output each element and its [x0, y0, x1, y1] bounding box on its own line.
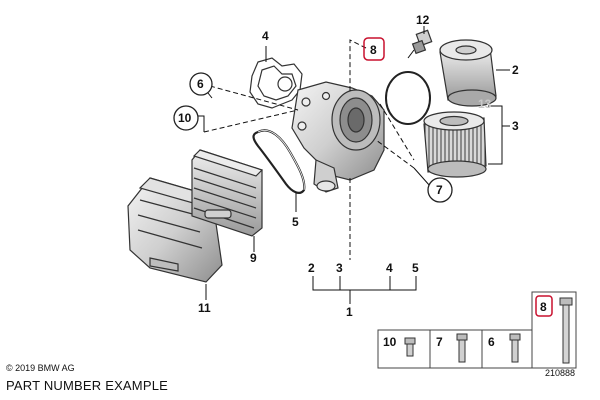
heat-exchanger — [191, 149, 264, 237]
callout-7: 7 — [436, 183, 443, 197]
assembly-label-3: 3 — [336, 261, 343, 275]
callout-labels: 4 8 12 2 13 3 6 10 7 5 9 11 2 3 4 5 1 10… — [173, 13, 553, 349]
image-number: 210888 — [545, 368, 576, 378]
callout-9: 9 — [250, 251, 257, 265]
callout-8-highlight — [363, 37, 385, 61]
callout-6: 6 — [197, 77, 204, 91]
assembly-label-4: 4 — [386, 261, 393, 275]
hardware-label-10: 10 — [383, 335, 397, 349]
hardware-label-8-highlight — [535, 295, 553, 317]
copyright-text: © 2019 BMW AG — [6, 363, 75, 373]
callout-5: 5 — [292, 215, 299, 229]
callout-1: 1 — [346, 305, 353, 319]
callout-11: 11 — [198, 301, 211, 315]
hardware-table — [377, 291, 577, 369]
oil-filter-element — [423, 111, 487, 178]
callout-12: 12 — [416, 13, 430, 27]
hardware-label-8: 8 — [540, 300, 547, 314]
oil-pressure-switch — [407, 29, 433, 59]
callout-3: 3 — [512, 119, 519, 133]
bolt-6-icon — [509, 333, 521, 363]
callout-10: 10 — [178, 111, 192, 125]
filter-cover-cap — [439, 39, 497, 107]
callout-2: 2 — [512, 63, 519, 77]
callout-7-circle — [427, 177, 453, 203]
callout-6-circle — [189, 72, 213, 96]
leader-lines — [198, 26, 510, 304]
oil-filter-housing — [291, 81, 385, 193]
cap-o-ring — [385, 71, 431, 125]
bolt-7-icon — [456, 333, 468, 363]
hardware-label-6: 6 — [488, 335, 495, 349]
callout-8: 8 — [370, 43, 377, 57]
bolt-8-long-icon — [559, 297, 573, 364]
housing-gasket — [249, 57, 303, 109]
assembly-label-5: 5 — [412, 261, 419, 275]
hardware-label-7: 7 — [436, 335, 443, 349]
callout-10-circle — [173, 105, 199, 131]
bolt-10-icon — [404, 337, 416, 357]
callout-4: 4 — [262, 29, 269, 43]
callout-13: 13 — [478, 97, 492, 111]
part-number-example-caption: PART NUMBER EXAMPLE — [6, 378, 169, 393]
assembly-label-2: 2 — [308, 261, 315, 275]
